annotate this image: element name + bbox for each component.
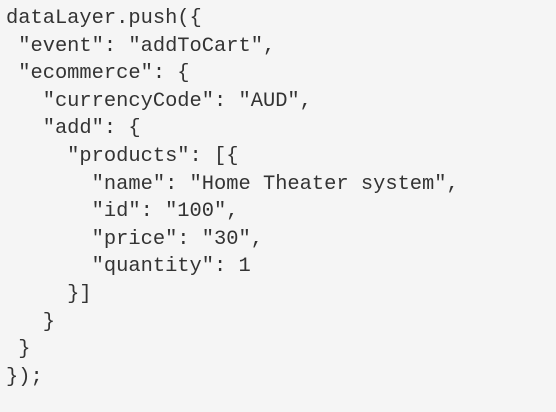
code-line: "price": "30", — [6, 227, 263, 251]
code-line: }] — [6, 282, 92, 306]
code-line: "quantity": 1 — [6, 255, 251, 279]
code-line: } — [6, 338, 31, 362]
code-line: }); — [6, 365, 43, 389]
code-line: "currencyCode": "AUD", — [6, 89, 312, 113]
code-line: "add": { — [6, 117, 141, 141]
code-line: "id": "100", — [6, 200, 239, 224]
code-line: } — [6, 310, 55, 334]
code-line: "products": [{ — [6, 144, 239, 168]
code-line: "name": "Home Theater system", — [6, 172, 459, 196]
code-line: "ecommerce": { — [6, 62, 190, 86]
code-line: "event": "addToCart", — [6, 34, 276, 58]
code-line: dataLayer.push({ — [6, 7, 202, 30]
